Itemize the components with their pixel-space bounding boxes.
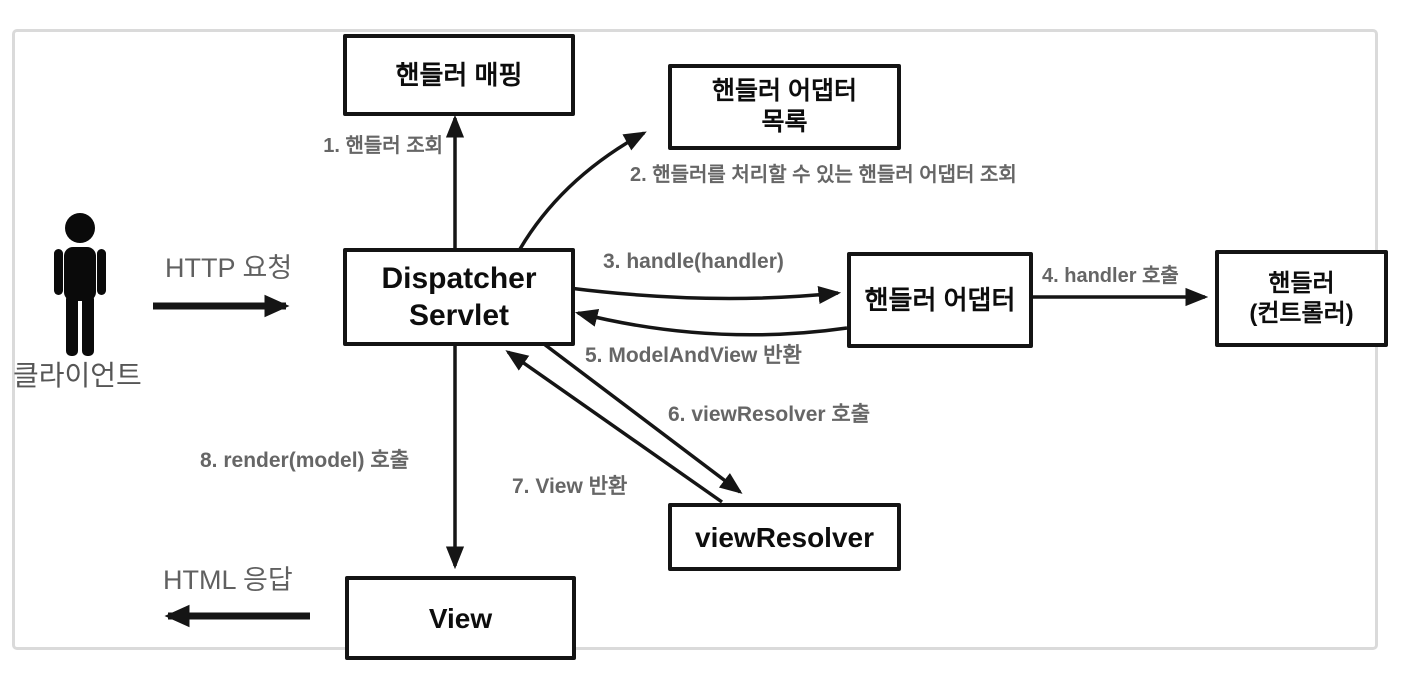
arrow-step5-modelandview-return bbox=[574, 308, 848, 337]
label-step4: 4. handler 호출 bbox=[1042, 265, 1179, 287]
label-html-response: HTML 응답 bbox=[163, 565, 293, 595]
node-handler-adapter: 핸들러 어댑터 bbox=[847, 252, 1033, 348]
node-handler-adapter-list-line1: 핸들러 어댑터 bbox=[712, 76, 857, 105]
label-step3: 3. handle(handler) bbox=[603, 250, 784, 273]
node-handler-mapping-label: 핸들러 매핑 bbox=[395, 59, 523, 90]
node-handler-controller: 핸들러 (컨트롤러) bbox=[1215, 250, 1388, 347]
node-dispatcher-servlet-line1: Dispatcher bbox=[381, 261, 537, 295]
label-step8: 8. render(model) 호출 bbox=[200, 449, 410, 472]
label-step7: 7. View 반환 bbox=[512, 475, 628, 498]
arrow-step3-handle bbox=[568, 285, 842, 305]
node-view-resolver-label: viewResolver bbox=[695, 521, 874, 553]
label-step5: 5. ModelAndView 반환 bbox=[585, 344, 802, 367]
node-view: View bbox=[345, 576, 576, 660]
node-handler-adapter-label: 핸들러 어댑터 bbox=[864, 284, 1016, 315]
arrow-step7-view-return bbox=[505, 350, 724, 504]
arrow-step6-viewresolver-call bbox=[538, 339, 743, 494]
arrow-step2-adapter-lookup bbox=[518, 131, 647, 250]
node-handler-adapter-list-line2: 목록 bbox=[761, 108, 808, 136]
node-handler-controller-line1: 핸들러 bbox=[1268, 269, 1335, 297]
label-step1: 1. 핸들러 조회 bbox=[323, 135, 443, 157]
node-handler-mapping: 핸들러 매핑 bbox=[343, 34, 575, 116]
node-view-resolver: viewResolver bbox=[668, 503, 901, 571]
label-step6: 6. viewResolver 호출 bbox=[668, 403, 871, 426]
label-step2: 2. 핸들러를 처리할 수 있는 핸들러 어댑터 조회 bbox=[630, 164, 1017, 186]
node-view-label: View bbox=[428, 602, 493, 634]
label-client: 클라이언트 bbox=[13, 360, 142, 391]
person-icon bbox=[54, 213, 106, 356]
label-http-request: HTTP 요청 bbox=[165, 253, 293, 283]
node-dispatcher-servlet-line2: Servlet bbox=[408, 299, 510, 332]
node-handler-controller-line2: (컨트롤러) bbox=[1249, 299, 1354, 327]
node-dispatcher-servlet: Dispatcher Servlet bbox=[343, 248, 575, 346]
node-handler-adapter-list: 핸들러 어댑터 목록 bbox=[668, 64, 901, 150]
